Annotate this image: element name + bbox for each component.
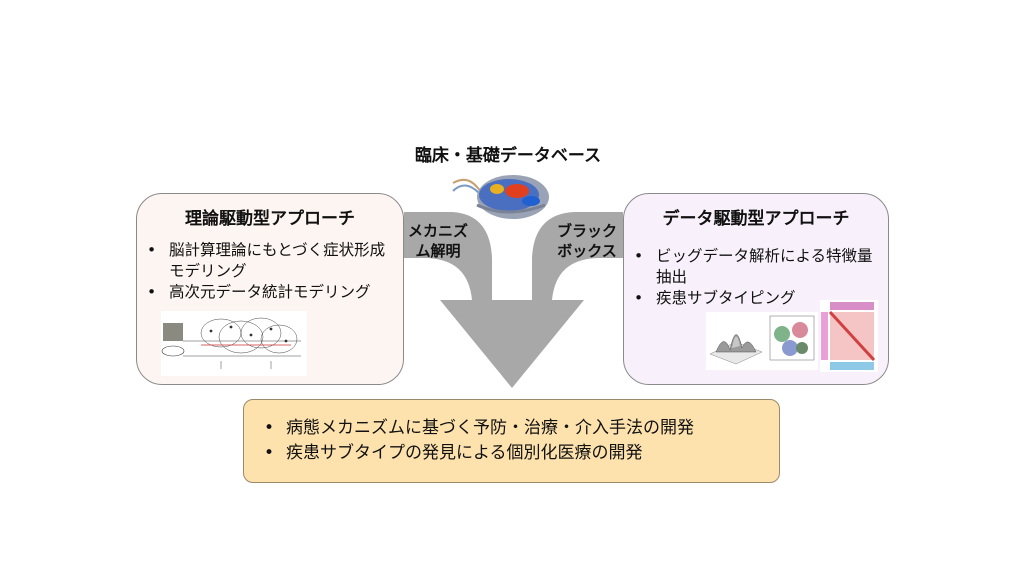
cluster-scatter-figure: [766, 312, 818, 370]
data-driven-box: データ駆動型アプローチ ビッグデータ解析による特徴量抽出 疾患サブタイピング: [623, 193, 889, 385]
list-item: 疾患サブタイピング: [628, 288, 884, 309]
list-item: 疾患サブタイプの発見による個別化医療の開発: [252, 441, 772, 466]
list-item: 高次元データ統計モデリング: [141, 282, 397, 303]
list-item: 脳計算理論にもとづく症状形成モデリング: [141, 240, 397, 282]
database-title: 臨床・基礎データベース: [414, 146, 602, 166]
theory-driven-list: 脳計算理論にもとづく症状形成モデリング 高次元データ統計モデリング: [141, 240, 397, 303]
data-driven-title: データ駆動型アプローチ: [662, 209, 850, 229]
mechanism-label: メカニズム解明: [407, 222, 468, 260]
computational-model-figure: [161, 311, 307, 376]
black-box-label: ブラックボックス: [556, 222, 617, 260]
outcome-box: 病態メカニズムに基づく予防・治療・介入手法の開発 疾患サブタイプの発見による個別…: [243, 399, 780, 483]
list-item: ビッグデータ解析による特徴量抽出: [628, 246, 884, 288]
data-driven-list: ビッグデータ解析による特徴量抽出 疾患サブタイピング: [628, 246, 884, 309]
list-item: 病態メカニズムに基づく予防・治療・介入手法の開発: [252, 416, 772, 441]
theory-driven-title: 理論駆動型アプローチ: [185, 209, 355, 229]
surface-plot-figure: [706, 312, 766, 370]
theory-driven-box: 理論駆動型アプローチ 脳計算理論にもとづく症状形成モデリング 高次元データ統計モ…: [136, 193, 404, 385]
outcome-list: 病態メカニズムに基づく予防・治療・介入手法の開発 疾患サブタイプの発見による個別…: [252, 416, 772, 466]
heatmap-figure: [820, 300, 878, 372]
brain-icon: [452, 175, 549, 219]
